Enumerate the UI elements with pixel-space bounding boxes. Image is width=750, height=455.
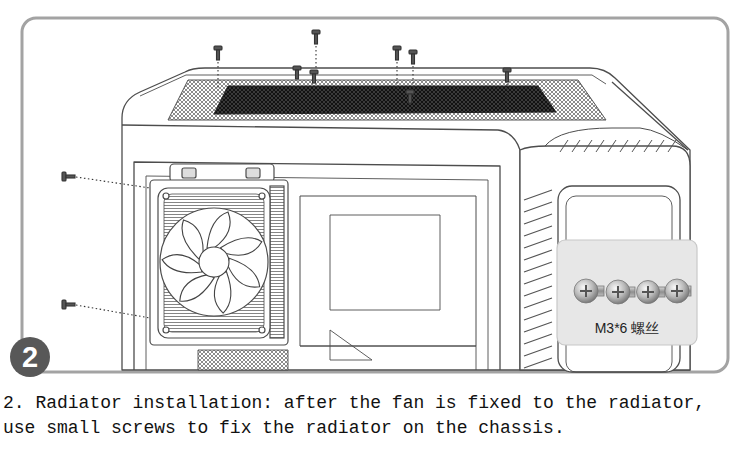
radiator-fan [259,193,265,199]
screw-photo [606,280,630,304]
top-screws [313,74,316,83]
side-screws [66,303,75,306]
front-vents [560,140,676,152]
side-screws [62,300,66,309]
radiator-fan [163,327,169,333]
top-screws [393,46,401,50]
front-vents [524,190,552,368]
radiator-fan [158,188,270,338]
parts-inset-box: M3*6 螺丝 [557,240,697,345]
radiator-fan [207,212,230,248]
outer-frame [22,18,728,372]
radiator-fan [199,247,229,277]
screw-photo [612,286,624,298]
parts-inset [557,240,697,345]
radiator-fan [170,164,274,182]
chassis-body [330,215,440,310]
top-screws [214,46,222,50]
radiator-fan [160,208,268,316]
radiator-fan [270,186,284,338]
chassis-body [168,80,606,120]
top-screws [315,34,318,44]
caption-text: 2. Radiator installation: after the fan … [3,391,741,441]
top-screws [312,30,320,34]
top-screws [214,30,511,103]
radiator-fan [246,168,260,178]
step-number: 2 [10,337,50,377]
radiator-fan [150,164,288,345]
top-screws [396,50,399,60]
top-screws [296,70,299,79]
top-screws [409,50,417,54]
side-screws [76,177,150,318]
top-screws [412,54,415,64]
top-screws [293,66,301,70]
screw-photo [580,285,592,297]
side-screws [66,175,75,178]
top-screws [503,68,511,72]
radiator-fan [150,180,288,345]
chassis-body [566,196,672,372]
chassis-body [612,82,688,150]
chassis-body [214,86,556,114]
chassis-body [300,196,476,346]
step-number-badge: 2 [10,337,50,377]
part-label: M3*6 螺丝 [557,319,697,337]
top-screws [218,46,507,108]
radiator-fan [162,212,265,314]
top-screws [406,90,414,94]
radiator-fan [182,168,196,178]
top-screws [506,72,509,82]
side-screws [62,172,150,318]
top-screws [214,30,511,108]
screw-photo [665,279,689,303]
side-screws [62,172,66,181]
radiator-fan [163,193,169,199]
chassis-body [330,330,372,360]
screw-photo [574,279,598,303]
parts-inset [557,240,697,345]
screw-photo [574,279,691,304]
top-screws [310,70,318,74]
screw-photo [642,286,654,298]
radiator-fan [259,327,265,333]
chassis-body [545,128,688,150]
top-screws [409,94,412,103]
chassis-body [300,346,476,370]
chassis-body [122,125,520,370]
side-screws [62,172,75,309]
chassis-body [198,350,288,370]
chassis-body [146,176,488,370]
screw-photo [637,281,660,304]
chassis-body [134,162,500,370]
top-screws [217,50,220,60]
screw-photo [671,285,683,297]
